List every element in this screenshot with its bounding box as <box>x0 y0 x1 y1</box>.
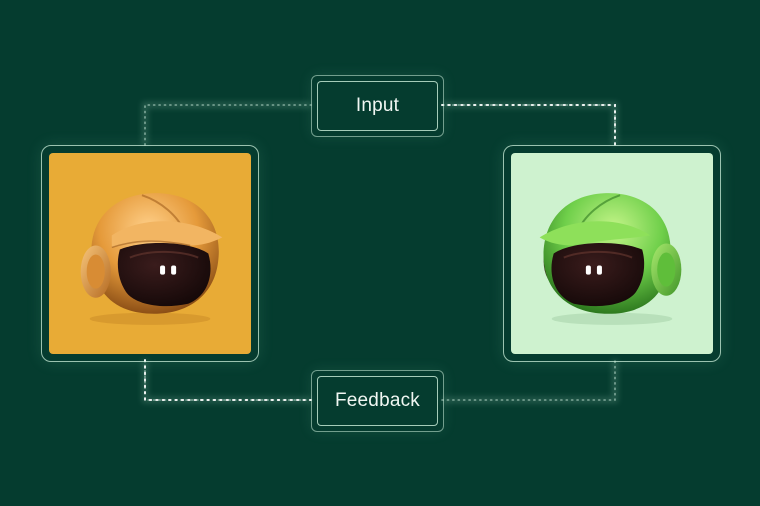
input-label: Input <box>317 81 438 131</box>
feedback-label-box: Feedback <box>311 370 444 432</box>
connector-right-top <box>441 104 616 146</box>
input-label-box: Input <box>311 75 444 137</box>
card-right <box>503 145 721 362</box>
card-left <box>41 145 259 362</box>
connector-left-top <box>144 104 312 146</box>
card-left-panel <box>49 153 251 354</box>
connector-right-bottom <box>441 359 616 401</box>
robot-helmet-orange-icon <box>80 193 223 325</box>
connector-left-bottom <box>144 359 312 401</box>
feedback-label: Feedback <box>317 376 438 426</box>
robot-helmet-green-icon <box>539 193 682 325</box>
card-right-panel <box>511 153 713 354</box>
